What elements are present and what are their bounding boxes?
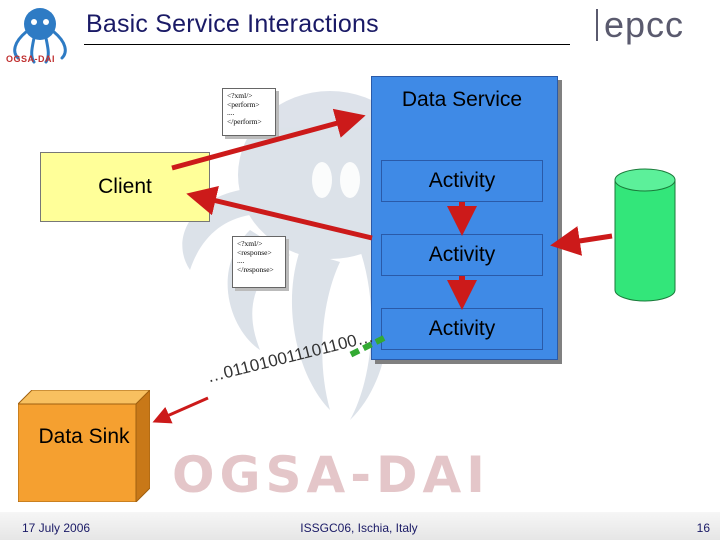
activity-box-2: Activity bbox=[381, 234, 543, 276]
watermark-text: OGSA-DAI bbox=[172, 446, 490, 504]
footer-bar bbox=[0, 512, 720, 540]
response-arrow bbox=[186, 186, 373, 241]
activity-label-2: Activity bbox=[428, 243, 496, 266]
footer-date: 17 July 2006 bbox=[22, 521, 91, 535]
request-doc-line-2: <perform> bbox=[227, 99, 260, 109]
response-xml-document: <?xml/><response>....</response> bbox=[232, 236, 286, 288]
page-number: 16 bbox=[696, 521, 710, 535]
epcc-logo-text: epcc bbox=[604, 4, 685, 45]
response-doc-line-2: <response> bbox=[237, 247, 272, 257]
response-doc-line-3: .... bbox=[237, 256, 245, 265]
db-to-activity-arrow bbox=[550, 226, 613, 256]
request-doc-line-1: <?xml/> bbox=[227, 91, 253, 100]
response-doc-line-4: </response> bbox=[237, 264, 274, 274]
epcc-logo-bar bbox=[596, 9, 598, 41]
database-cylinder-icon bbox=[614, 168, 676, 302]
activity-label-1: Activity bbox=[428, 169, 496, 192]
request-doc-line-3: .... bbox=[227, 108, 235, 117]
activity-label-3: Activity bbox=[428, 317, 496, 340]
activity-box-3: Activity bbox=[381, 308, 543, 350]
data-sink-label: Data Sink bbox=[38, 425, 130, 448]
client-label: Client bbox=[98, 175, 152, 198]
epcc-logo: epcc bbox=[596, 4, 684, 46]
octopus-logo-icon bbox=[13, 8, 67, 64]
data-sink-box bbox=[18, 390, 150, 502]
footer-event: ISSGC06, Ischia, Italy bbox=[300, 521, 418, 535]
logo-left-text: OGSA-DAI bbox=[6, 54, 55, 64]
activity-box-1: Activity bbox=[381, 160, 543, 202]
request-doc-line-4: </perform> bbox=[227, 116, 262, 126]
data-service-label: Data Service bbox=[401, 88, 523, 111]
slide-title: Basic Service Interactions bbox=[86, 10, 379, 38]
stream-dashed-line bbox=[346, 335, 386, 359]
title-underline bbox=[84, 44, 570, 45]
request-arrow bbox=[171, 108, 366, 171]
request-xml-document: <?xml/><perform>....</perform> bbox=[222, 88, 276, 136]
sink-stream-arrow bbox=[152, 396, 209, 424]
response-doc-line-1: <?xml/> bbox=[237, 239, 263, 248]
